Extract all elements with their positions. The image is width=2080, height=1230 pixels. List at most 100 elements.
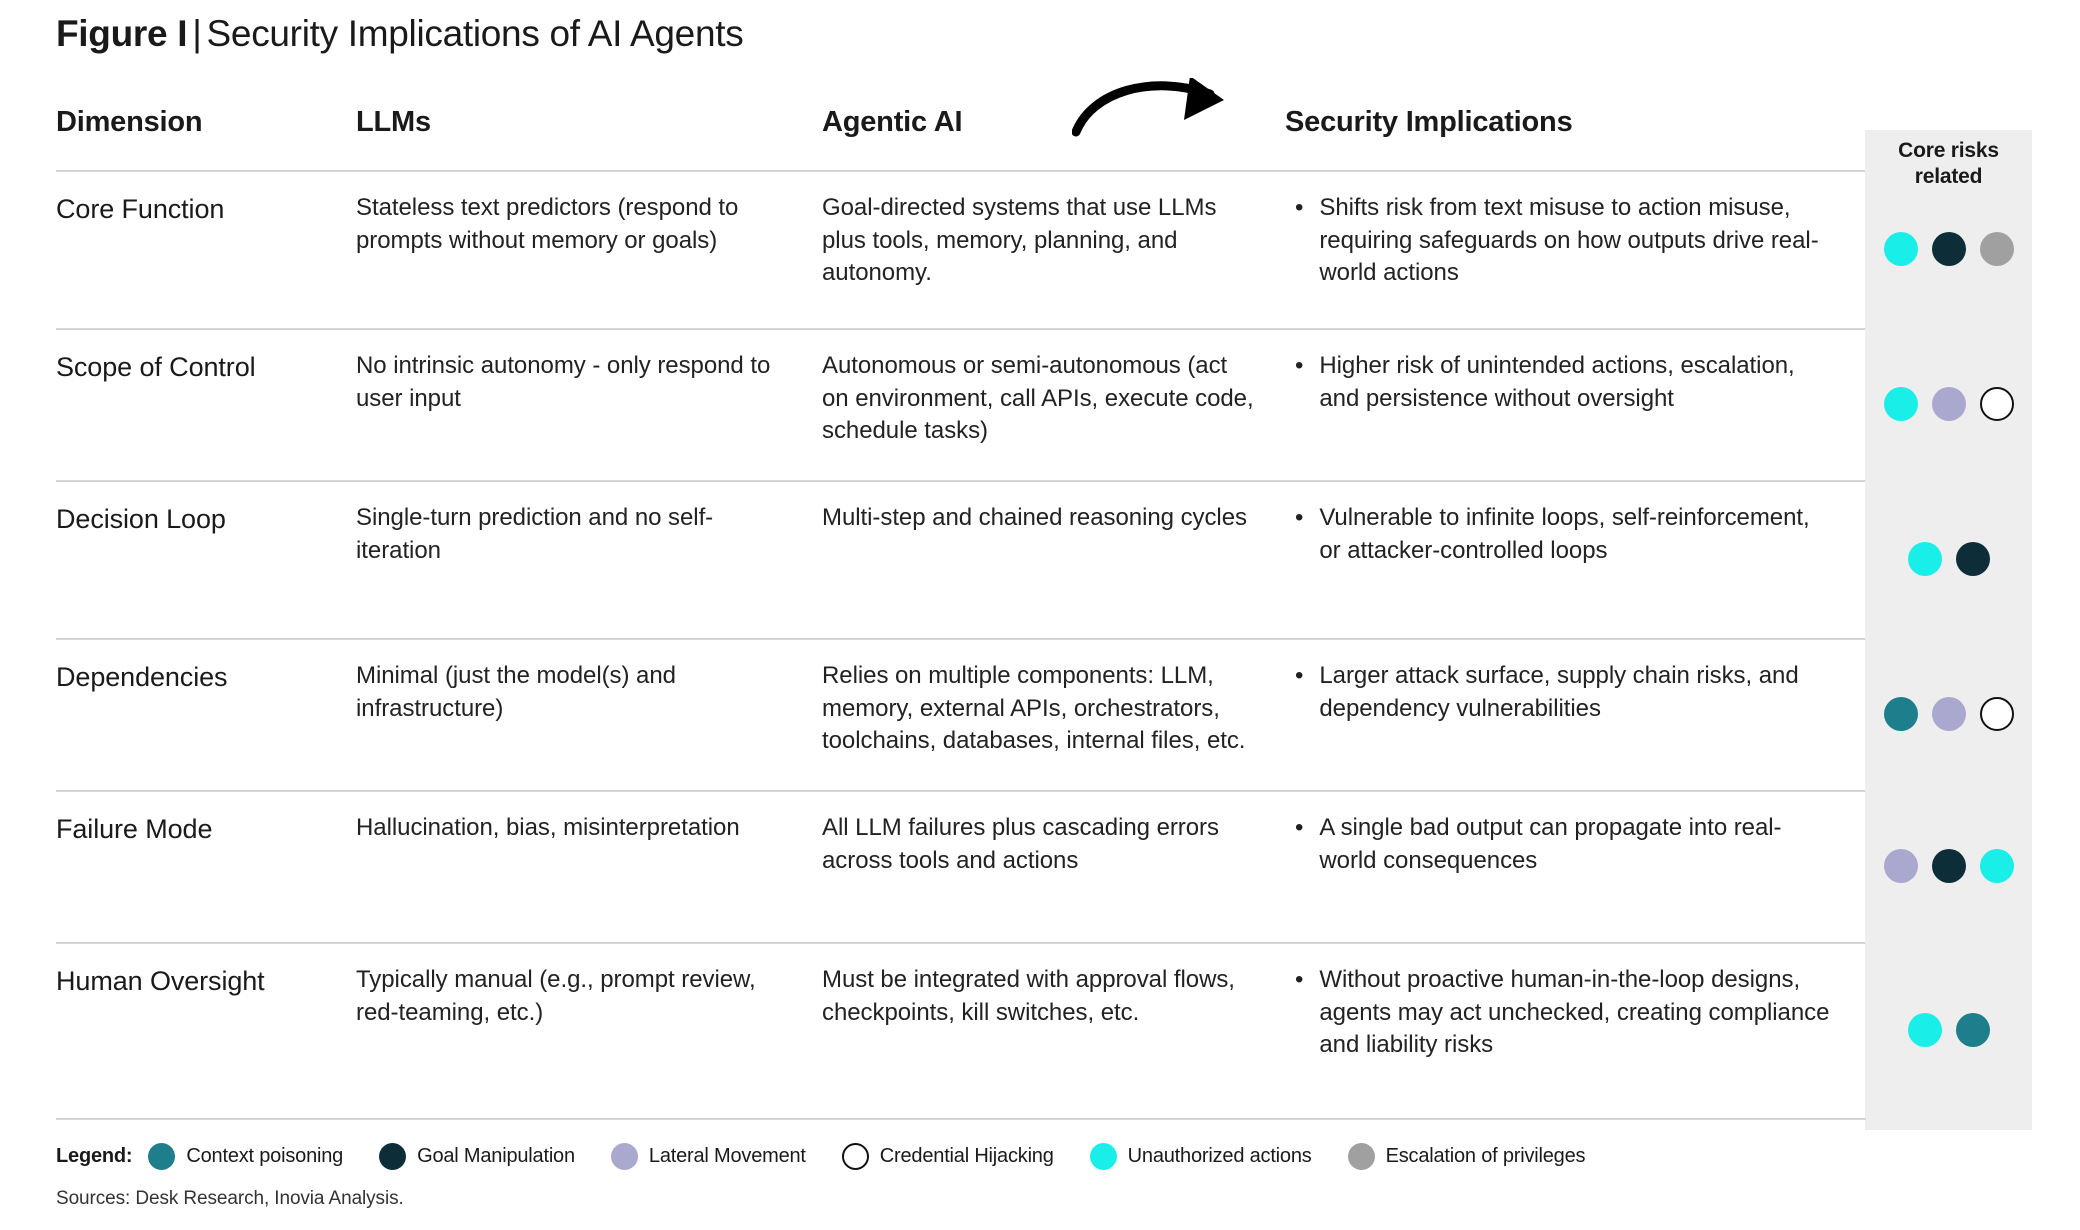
risk-dot-goal-manipulation-icon bbox=[1955, 542, 1990, 576]
legend-item: Context poisoning bbox=[148, 1143, 343, 1170]
risk-dot-lateral-movement-icon bbox=[1931, 387, 1966, 421]
legend-item: Escalation of privileges bbox=[1347, 1143, 1586, 1170]
bullet-icon: • bbox=[1295, 352, 1304, 379]
legend-item-label: Lateral Movement bbox=[648, 1145, 806, 1167]
risk-dot-lateral-movement-icon bbox=[1883, 849, 1918, 883]
cell-security-implication: • Larger attack surface, supply chain ris… bbox=[1285, 638, 1865, 790]
risk-dot-unauthorized-actions-icon bbox=[1883, 232, 1918, 266]
table-header-row: Dimension LLMs Agentic AI Security Impli… bbox=[56, 100, 2032, 170]
legend-dot-unauthorized-actions-icon bbox=[1089, 1143, 1117, 1170]
risk-dot-group bbox=[1865, 387, 2032, 421]
bullet-icon: • bbox=[1295, 662, 1304, 689]
bullet-icon: • bbox=[1295, 194, 1304, 221]
cell-llms: Single-turn prediction and no self-itera… bbox=[356, 480, 822, 638]
cell-core-risks bbox=[1865, 790, 2032, 942]
risk-dot-group bbox=[1865, 697, 2032, 731]
table-bottom-divider bbox=[56, 1118, 1866, 1120]
risk-dot-unauthorized-actions-icon bbox=[1883, 387, 1918, 421]
cell-security-implication: •Vulnerable to infinite loops, self-rein… bbox=[1285, 480, 1865, 638]
cell-dimension: Dependencies bbox=[56, 638, 356, 790]
legend-dot-context-poisoning-icon bbox=[148, 1143, 176, 1170]
cell-core-risks bbox=[1865, 480, 2032, 638]
risk-dot-group bbox=[1865, 849, 2032, 883]
cell-agentic-ai: All LLM failures plus cascading errors a… bbox=[822, 790, 1285, 942]
cell-agentic-ai: Relies on multiple components: LLM, memo… bbox=[822, 638, 1285, 790]
legend-items: Context poisoning Goal Manipulation Latera… bbox=[148, 1143, 1621, 1170]
figure-title: Security Implications of AI Agents bbox=[206, 13, 744, 54]
curved-arrow-icon bbox=[1072, 78, 1224, 137]
legend-item-label: Credential Hijacking bbox=[879, 1145, 1054, 1167]
cell-llms: Typically manual (e.g., prompt review, r… bbox=[356, 942, 822, 1118]
implication-text: Shifts risk from text misuse to action m… bbox=[1319, 194, 1819, 287]
cell-security-implication: • Without proactive human-in-the-loop des… bbox=[1285, 942, 1865, 1118]
legend-dot-lateral-movement-icon bbox=[610, 1143, 638, 1170]
risk-dot-unauthorized-actions-icon bbox=[1907, 542, 1942, 576]
cell-core-risks bbox=[1865, 170, 2032, 328]
implication-text: A single bad output can propagate into r… bbox=[1319, 814, 1782, 874]
legend-item: Unauthorized actions bbox=[1089, 1143, 1312, 1170]
figure-label: Figure I bbox=[56, 13, 188, 54]
risk-dot-escalation-of-privileges-icon bbox=[1979, 232, 2014, 266]
legend-item: Lateral Movement bbox=[610, 1143, 806, 1170]
cell-dimension: Failure Mode bbox=[56, 790, 356, 942]
risk-dot-context-poisoning-icon bbox=[1883, 697, 1918, 731]
cell-core-risks bbox=[1865, 638, 2032, 790]
cell-llms: Hallucination, bias, misinterpretation bbox=[356, 790, 822, 942]
legend-dot-credential-hijacking-icon bbox=[841, 1143, 869, 1170]
sources-note: Sources: Desk Research, Inovia Analysis. bbox=[56, 1188, 404, 1209]
page-title: Figure I|Security Implications of AI Age… bbox=[56, 12, 744, 56]
legend-item: Goal Manipulation bbox=[379, 1143, 575, 1170]
legend-item-label: Escalation of privileges bbox=[1385, 1145, 1586, 1167]
bullet-icon: • bbox=[1295, 966, 1304, 993]
cell-dimension: Core Function bbox=[56, 170, 356, 328]
risk-dot-lateral-movement-icon bbox=[1931, 697, 1966, 731]
cell-llms: No intrinsic autonomy - only respond to … bbox=[356, 328, 822, 480]
cell-core-risks bbox=[1865, 328, 2032, 480]
cell-dimension: Scope of Control bbox=[56, 328, 356, 480]
title-separator: | bbox=[192, 13, 202, 54]
column-header-agentic-ai: Agentic AI bbox=[822, 106, 963, 138]
cell-agentic-ai: Multi-step and chained reasoning cycles bbox=[822, 480, 1285, 638]
risk-dot-credential-hijacking-icon bbox=[1979, 697, 2014, 731]
implication-text: Larger attack surface, supply chain risk… bbox=[1319, 662, 1799, 722]
core-risks-header: Core risks related bbox=[1898, 139, 1999, 189]
risk-dot-group bbox=[1865, 542, 2032, 576]
risk-dot-group bbox=[1865, 232, 2032, 266]
comparison-table: Dimension LLMs Agentic AI Security Impli… bbox=[56, 100, 2032, 1118]
risk-dot-unauthorized-actions-icon bbox=[1907, 1013, 1942, 1047]
core-risks-band bbox=[1865, 130, 2032, 1130]
cell-agentic-ai: Must be integrated with approval flows, … bbox=[822, 942, 1285, 1118]
legend-item-label: Context poisoning bbox=[186, 1145, 344, 1167]
legend-dot-goal-manipulation-icon bbox=[379, 1143, 407, 1170]
cell-llms: Stateless text predictors (respond to pr… bbox=[356, 170, 822, 328]
risk-dot-unauthorized-actions-icon bbox=[1979, 849, 2014, 883]
implication-text: Without proactive human-in-the-loop desi… bbox=[1319, 966, 1830, 1059]
cell-dimension: Human Oversight bbox=[56, 942, 356, 1118]
legend-item: Credential Hijacking bbox=[841, 1143, 1054, 1170]
legend-item-label: Goal Manipulation bbox=[417, 1145, 575, 1167]
column-header-security-implications: Security Implications bbox=[1285, 106, 1573, 138]
cell-dimension: Decision Loop bbox=[56, 480, 356, 638]
cell-llms: Minimal (just the model(s) and infrastru… bbox=[356, 638, 822, 790]
bullet-icon: • bbox=[1295, 814, 1304, 841]
risk-dot-context-poisoning-icon bbox=[1955, 1013, 1990, 1047]
legend-dot-escalation-of-privileges-icon bbox=[1347, 1143, 1375, 1170]
risk-dot-goal-manipulation-icon bbox=[1931, 232, 1966, 266]
legend-label: Legend: bbox=[56, 1145, 133, 1167]
risk-dot-group bbox=[1865, 1013, 2032, 1047]
cell-security-implication: •Higher risk of unintended actions, esca… bbox=[1285, 328, 1865, 480]
column-header-llms: LLMs bbox=[356, 106, 431, 138]
cell-security-implication: • Shifts risk from text misuse to action … bbox=[1285, 170, 1865, 328]
legend-item-label: Unauthorized actions bbox=[1127, 1145, 1312, 1167]
bullet-icon: • bbox=[1295, 504, 1304, 531]
cell-security-implication: • A single bad output can propagate into … bbox=[1285, 790, 1865, 942]
risk-dot-goal-manipulation-icon bbox=[1931, 849, 1966, 883]
